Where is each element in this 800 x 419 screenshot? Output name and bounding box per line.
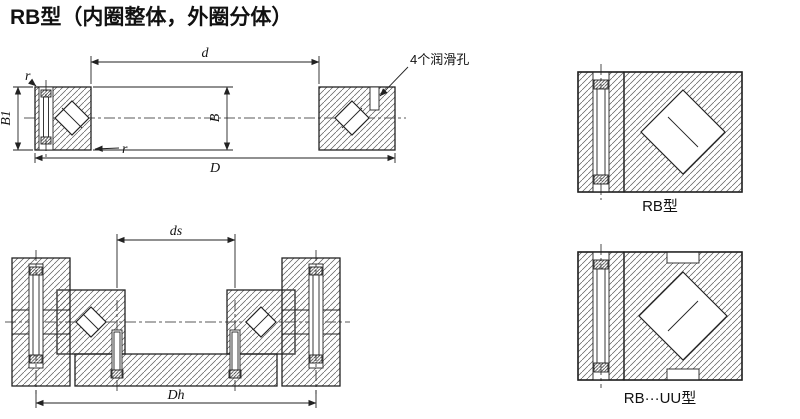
bolt-shaft — [43, 96, 49, 138]
clamp-bolt — [592, 244, 610, 388]
flange-bolt-left — [110, 300, 124, 394]
lubrication-annotation: 4个润滑孔 — [379, 52, 469, 97]
bolt-shaft — [231, 331, 239, 371]
flange-bolt-right — [228, 300, 242, 394]
dim-label-B1: B1 — [0, 110, 14, 126]
bolt-shaft — [596, 88, 606, 176]
bolt-shaft — [32, 274, 40, 356]
roller-axis-line — [667, 116, 699, 148]
bolt-nut — [593, 362, 609, 373]
bolt-nut — [309, 354, 323, 364]
bolt-head — [593, 79, 609, 90]
bolt-nut — [593, 174, 609, 185]
bolt-head — [110, 369, 124, 379]
roller-axis-line — [252, 313, 270, 331]
roller-axis-line — [82, 313, 100, 331]
shaft-flange — [74, 353, 278, 387]
clamp-bolt — [38, 80, 54, 157]
bolt-head — [40, 89, 52, 98]
section-outline — [577, 251, 743, 381]
dim-label-ds: ds — [170, 224, 183, 239]
roller-axis-line — [341, 107, 363, 129]
dim-label-Dh: Dh — [166, 388, 184, 403]
housing-bolt — [308, 250, 324, 394]
dim-label-d: d — [202, 46, 210, 61]
dimension-B1: B1 — [0, 86, 33, 151]
bolt-shaft — [312, 274, 320, 356]
bolt-head — [593, 259, 609, 270]
housing-bolt — [28, 250, 44, 394]
dim-label-D: D — [209, 161, 220, 176]
bolt-head — [29, 266, 43, 276]
dimension-ds: ds — [116, 224, 236, 288]
fillet-r-top: r — [25, 69, 37, 87]
bolt-head — [309, 266, 323, 276]
fillet-label-r: r — [25, 69, 31, 84]
page-title: RB型（内圈整体，外圈分体） — [10, 5, 292, 29]
bolt-shaft — [113, 331, 121, 371]
section-outline — [577, 71, 743, 193]
dimension-Dh: Dh — [35, 388, 317, 408]
bolt-nut — [40, 136, 52, 145]
dimension-D: D — [34, 153, 396, 176]
clamp-bolt — [592, 64, 610, 200]
fillet-label-r: r — [122, 142, 128, 157]
bolt-shaft — [596, 268, 606, 364]
fillet-r-inner: r — [94, 142, 128, 157]
dimension-d: d — [90, 46, 320, 84]
figure-detail-rb: RB型 — [577, 64, 743, 215]
detail-label-rb: RB型 — [642, 198, 678, 215]
figure-mounted-cross-section: ds Dh — [5, 224, 350, 408]
detail-label-rb-uu: RB···UU型 — [624, 390, 697, 407]
dimension-B: B — [93, 86, 233, 151]
bolt-nut — [29, 354, 43, 364]
roller-axis-line — [61, 107, 83, 129]
figure-detail-rb-uu: RB···UU型 — [577, 244, 743, 407]
dim-label-B: B — [208, 113, 223, 122]
seal-top — [666, 251, 700, 264]
figure-main-cross-section: d D B B1 r r — [0, 46, 469, 176]
lube-note-label: 4个润滑孔 — [410, 52, 469, 67]
bolt-head — [228, 369, 242, 379]
roller-axis-line — [667, 300, 699, 332]
seal-bottom — [666, 368, 700, 381]
lubrication-hole — [369, 86, 380, 111]
